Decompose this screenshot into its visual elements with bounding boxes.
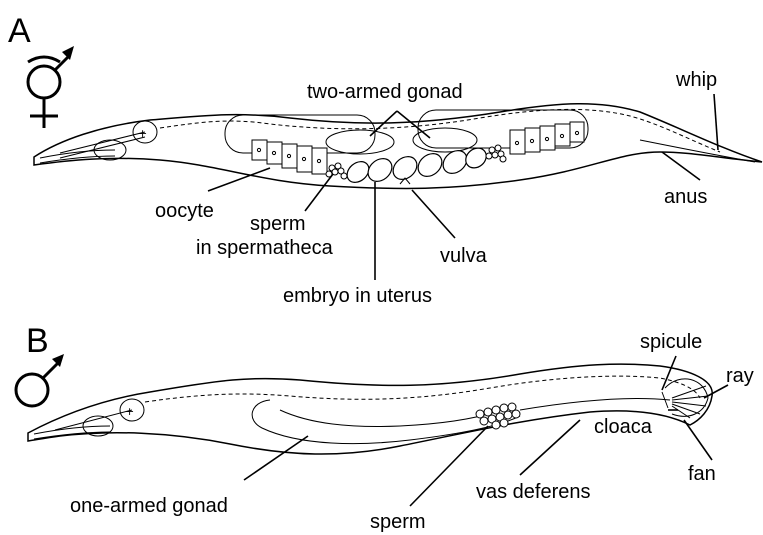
hermaphrodite-symbol-icon [28,46,74,128]
male-symbol-icon [16,354,64,406]
panel-a: A + [8,12,762,307]
label-two-armed-gonad: two-armed gonad [307,81,463,103]
panel-b: B + [16,322,754,533]
label-one-armed-gonad: one-armed gonad [70,495,228,517]
label-spicule: spicule [640,331,702,353]
label-ray: ray [726,365,754,387]
label-anus: anus [664,186,707,208]
svg-text:+: + [125,405,134,418]
label-vulva: vulva [440,245,488,267]
panel-letter-b: B [26,322,49,360]
male-worm-body: + [28,364,712,454]
svg-text:+: + [138,127,147,140]
label-vas-deferens: vas deferens [476,481,591,503]
hermaphrodite-worm-body: + [34,104,762,189]
label-oocyte: oocyte [155,200,214,222]
label-in-spermatheca: in spermatheca [196,237,334,259]
label-cloaca: cloaca [594,416,653,438]
label-embryo-in-uterus: embryo in uterus [283,285,432,307]
panel-letter-a: A [8,12,31,50]
label-sperm: sperm [250,213,306,235]
label-fan: fan [688,463,716,485]
label-sperm-b: sperm [370,511,426,533]
label-whip: whip [675,69,717,91]
